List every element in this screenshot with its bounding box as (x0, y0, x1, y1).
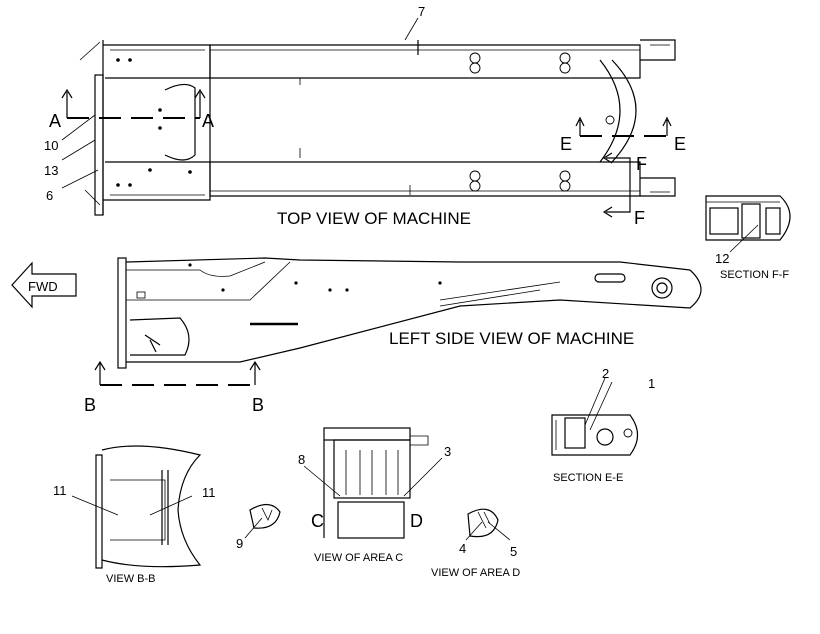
section-e-left-label: E (560, 134, 572, 154)
callout-6: 6 (46, 188, 53, 203)
view-bb-drawing (71, 445, 202, 569)
section-a-right-label: A (202, 111, 214, 131)
top-view (61, 17, 676, 218)
section-ff-title: SECTION F-F (720, 269, 789, 281)
callout-12: 12 (715, 251, 729, 266)
left-side-view (94, 257, 702, 386)
detail-9-drawing (244, 503, 281, 539)
section-f-bottom-label: F (634, 208, 645, 228)
view-area-d-drawing (465, 508, 511, 541)
section-ee-title: SECTION E-E (553, 472, 623, 484)
callout-13: 13 (44, 163, 58, 178)
top-view-title: TOP VIEW OF MACHINE (277, 209, 471, 228)
section-e-right-label: E (674, 134, 686, 154)
view-area-c-drawing (303, 427, 443, 539)
callout-2: 2 (602, 366, 609, 381)
view-area-c-title: VIEW OF AREA C (314, 552, 403, 564)
callout-7: 7 (418, 4, 425, 19)
section-a-left-label: A (49, 111, 61, 131)
left-view-title: LEFT SIDE VIEW OF MACHINE (389, 329, 634, 348)
view-bb-title: VIEW B-B (106, 573, 156, 585)
section-ff-drawing (705, 195, 791, 253)
section-b-left-label: B (84, 395, 96, 415)
area-d-label: D (410, 511, 423, 531)
callout-3: 3 (444, 444, 451, 459)
callout-10: 10 (44, 138, 58, 153)
callout-8: 8 (298, 452, 305, 467)
section-b-right-label: B (252, 395, 264, 415)
section-f-top-label: F (636, 154, 647, 174)
callout-9: 9 (236, 536, 243, 551)
view-area-d-title: VIEW OF AREA D (431, 567, 520, 579)
area-c-label: C (311, 511, 324, 531)
fwd-label: FWD (28, 279, 58, 294)
callout-11-left: 11 (53, 483, 67, 498)
fwd-arrow-icon (11, 261, 77, 309)
callout-11-right: 11 (202, 485, 216, 500)
callout-4: 4 (459, 541, 466, 556)
callout-1: 1 (648, 376, 655, 391)
callout-5: 5 (510, 544, 517, 559)
section-ee-drawing (551, 377, 639, 456)
